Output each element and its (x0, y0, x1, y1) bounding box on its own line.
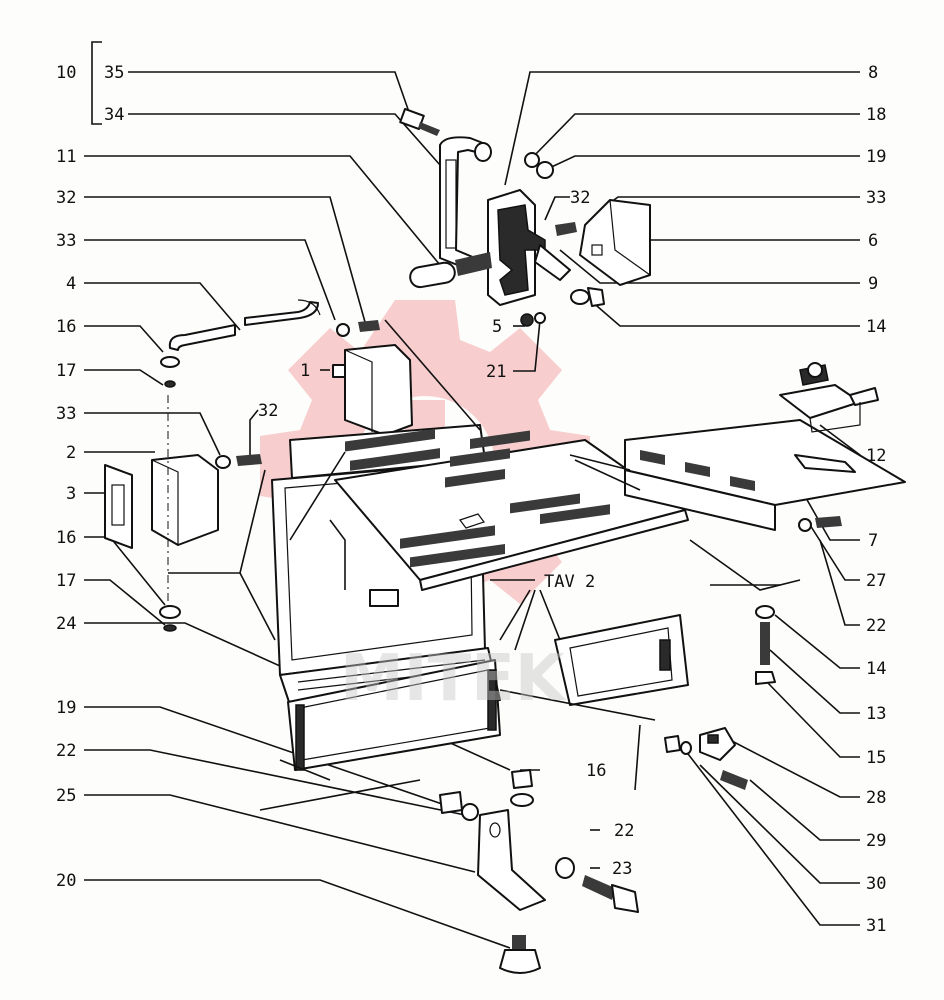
label-12: 12 (866, 446, 886, 466)
label-34: 34 (104, 105, 124, 125)
label-25: 25 (56, 786, 76, 806)
label-22: 22 (56, 741, 76, 761)
label-13: 13 (866, 704, 886, 724)
nut-19 (536, 161, 554, 179)
labels-inner: 32 5 21 1 32 16 22 23 TAV 2 (258, 188, 634, 879)
washer-16-upper (160, 356, 180, 368)
labels-left: 10 35 34 11 32 33 4 16 17 33 2 3 16 17 2… (56, 63, 124, 891)
washer-22-right (798, 518, 812, 532)
plate-3 (104, 464, 133, 549)
label-22r: 22 (866, 616, 886, 636)
ring-17-upper (164, 380, 176, 388)
label-28: 28 (866, 788, 886, 808)
label-27: 27 (866, 571, 886, 591)
foot-bracket-25 (477, 809, 546, 911)
group-bracket (91, 41, 102, 125)
label-tav2: TAV 2 (544, 572, 595, 592)
label-33: 33 (56, 231, 76, 251)
grille-plate (334, 428, 689, 591)
label-22-inner: 22 (614, 821, 634, 841)
label-14: 14 (866, 317, 886, 337)
label-11: 11 (56, 147, 76, 167)
label-19r: 19 (866, 147, 886, 167)
label-14b: 14 (866, 659, 886, 679)
label-2: 2 (66, 443, 76, 463)
label-8: 8 (868, 63, 878, 83)
label-35: 35 (104, 63, 124, 83)
labels-right: 8 18 19 33 6 9 14 12 7 27 22 14 13 15 28… (866, 63, 886, 936)
assembly-lines (168, 319, 801, 811)
label-6: 6 (868, 231, 878, 251)
label-1: 1 (300, 361, 310, 381)
label-23: 23 (612, 859, 632, 879)
label-16b: 16 (56, 528, 76, 548)
label-33r: 33 (866, 188, 886, 208)
label-7: 7 (868, 531, 878, 551)
label-18: 18 (866, 105, 886, 125)
screw-35 (399, 108, 440, 136)
washer-22-lower (461, 803, 479, 821)
screw-32-top (555, 222, 577, 236)
screw-27 (815, 516, 842, 528)
washer-31 (680, 741, 692, 755)
rod-4 (168, 299, 321, 351)
label-30: 30 (866, 874, 886, 894)
bracket-28 (699, 727, 736, 761)
label-31: 31 (866, 916, 886, 936)
label-10: 10 (56, 63, 76, 83)
watermark-text: MITEK (340, 642, 567, 716)
ring-17-lower (163, 624, 177, 632)
label-33b: 33 (56, 404, 76, 424)
block-2 (151, 454, 219, 546)
label-9: 9 (868, 274, 878, 294)
label-21: 21 (486, 362, 506, 382)
bolt-11 (409, 252, 492, 289)
latch-8 (487, 189, 571, 306)
label-15: 15 (866, 748, 886, 768)
front-panel-24 (287, 659, 501, 771)
label-32: 32 (56, 188, 76, 208)
label-19: 19 (56, 698, 76, 718)
label-20: 20 (56, 871, 76, 891)
washer-33-upper (336, 323, 350, 337)
drawer-right (554, 614, 689, 706)
screw-29 (720, 770, 748, 790)
hinged-plate-7 (624, 419, 906, 531)
bolt-13-assembly (755, 605, 776, 685)
label-32-inner-top: 32 (570, 188, 590, 208)
label-16-inner: 16 (586, 761, 606, 781)
clamp-12 (779, 362, 879, 433)
label-3: 3 (66, 484, 76, 504)
screw-32-upper (358, 320, 380, 332)
block-1 (332, 344, 413, 436)
nut-5 (520, 313, 534, 327)
foot-20 (499, 935, 541, 974)
label-17: 17 (56, 361, 76, 381)
nut-24 (511, 769, 533, 789)
handle-34 (439, 136, 492, 271)
leader-lines-right (249, 71, 861, 926)
nut-19-lower (439, 791, 463, 814)
nut-30 (664, 735, 681, 753)
label-17b: 17 (56, 571, 76, 591)
screw-32-lower (236, 454, 262, 466)
nut-9-washer-14 (570, 287, 605, 307)
label-24: 24 (56, 614, 76, 634)
washer-21 (534, 312, 546, 324)
washer-22-bottom (555, 857, 575, 879)
bolt-23 (582, 875, 639, 913)
label-16: 16 (56, 317, 76, 337)
washer-16-bottom (510, 793, 534, 807)
label-5: 5 (492, 317, 502, 337)
washer-16-lower (159, 605, 181, 619)
bracket-6 (579, 199, 651, 286)
label-4: 4 (66, 274, 76, 294)
label-32-inner: 32 (258, 401, 278, 421)
washer-33-lower (215, 455, 231, 469)
washer-18 (524, 152, 540, 168)
label-29: 29 (866, 831, 886, 851)
